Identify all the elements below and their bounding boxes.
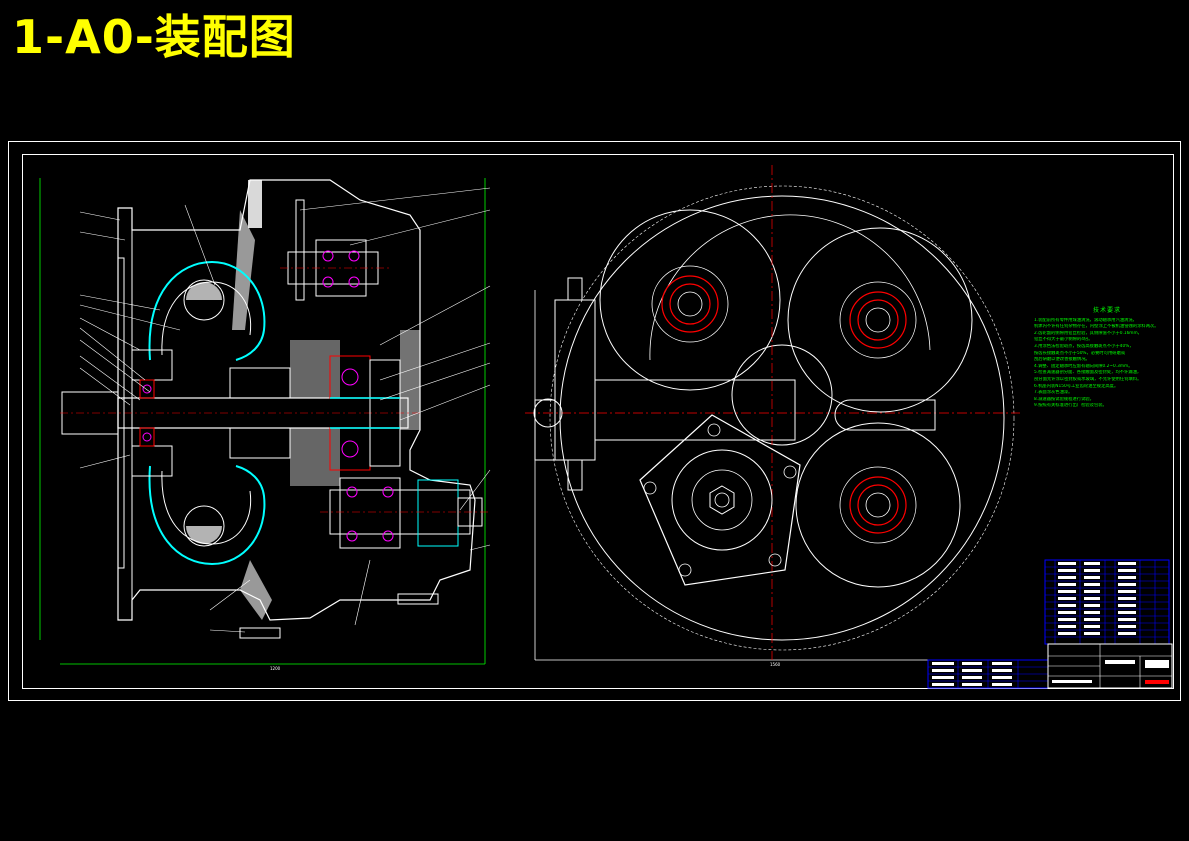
page-title: 1-A0-装配图 bbox=[12, 10, 296, 64]
tech-note-line: 2.齿轮副的侧隙用铅丝检验，其侧隙值不小于0.16mm， bbox=[1034, 330, 1142, 336]
tech-note-line: 按齿长接触斑点不小于50%，必要时可用研磨或 bbox=[1034, 350, 1126, 356]
section-view[interactable]: 1200 bbox=[39, 178, 491, 671]
tech-notes-title: 技术要求 bbox=[1092, 307, 1121, 314]
technical-requirements: 技术要求 1.装配前所有零件用煤油清洗，滚动轴承用汽油清洗， 机体内不许有任何杂… bbox=[1034, 307, 1180, 410]
parts-list-table[interactable] bbox=[1044, 559, 1170, 645]
tech-note-line: 8.减速器按试验规程进行试验。 bbox=[1034, 396, 1094, 402]
tech-note-line: 剖分面允许涂以密封胶或水玻璃，不允许使用任何填料。 bbox=[1034, 376, 1142, 382]
tech-note-line: 5.检查减速器剖分面、各接触面及密封处，均不许漏油， bbox=[1034, 370, 1142, 376]
tech-note-line: 9.按照有关标准进行出厂检验及包装。 bbox=[1034, 403, 1107, 409]
end-view[interactable]: 1560 bbox=[525, 165, 1020, 667]
tech-note-line: 4.调整、固定轴承时应留有轴向间隙0.2~0.3mm。 bbox=[1034, 363, 1133, 369]
tech-note-line: 6.机座内装N150号工业齿轮油至规定高度。 bbox=[1034, 383, 1119, 389]
svg-text:1200: 1200 bbox=[270, 666, 281, 671]
tech-note-line: 刮后研磨以便改善接触情况。 bbox=[1034, 357, 1090, 363]
inner-border bbox=[22, 154, 1174, 689]
svg-text:1560: 1560 bbox=[770, 662, 781, 667]
title-block[interactable] bbox=[927, 643, 1173, 689]
tech-note-line: 3.用涂色法检验斑点，按齿高接触斑点不小于40%， bbox=[1034, 343, 1134, 349]
outer-border bbox=[8, 141, 1181, 701]
tech-note-line: 1.装配前所有零件用煤油清洗，滚动轴承用汽油清洗， bbox=[1034, 317, 1137, 323]
tech-note-line: 机体内不许有任何杂物存在，内壁涂上不被机油侵蚀的涂料两次。 bbox=[1034, 324, 1159, 330]
tech-note-line: 7.表面涂灰色油漆。 bbox=[1034, 390, 1073, 396]
tech-note-line: 铅丝不得大于最小侧隙的4倍。 bbox=[1034, 337, 1093, 343]
